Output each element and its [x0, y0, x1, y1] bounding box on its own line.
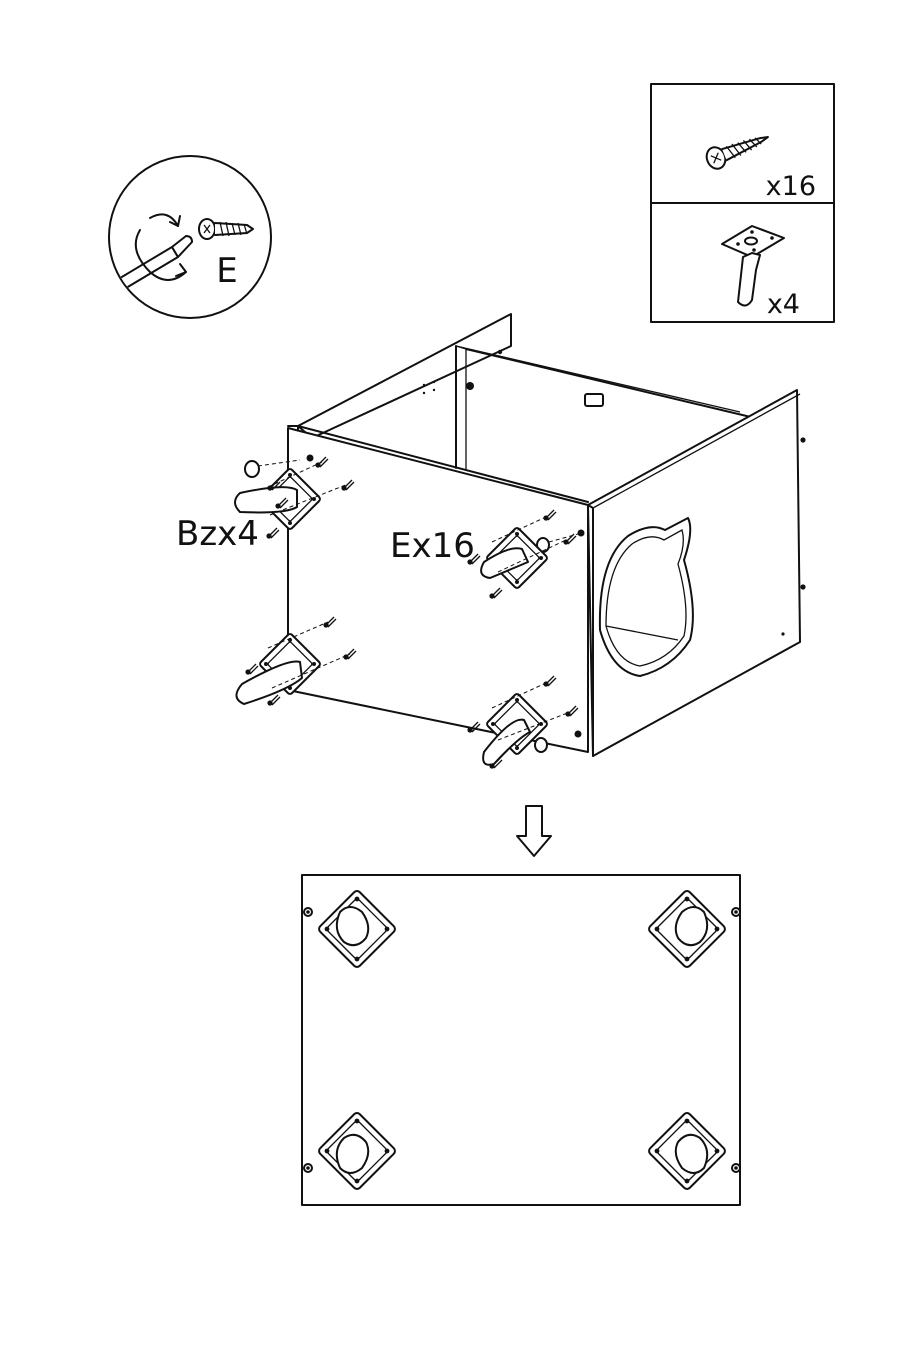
bottom-view [302, 875, 740, 1205]
hinge-bracket [585, 394, 603, 406]
leg-count-label: x4 [767, 289, 800, 320]
leg-plate-bottom-left [317, 1111, 396, 1190]
part-letter-label: E [216, 251, 237, 291]
leg-plate-bottom-right [647, 1111, 726, 1190]
screw-icon [199, 219, 253, 239]
screws-label: Ex16 [390, 526, 475, 566]
leg-plate-top-right [647, 889, 726, 968]
screw-icon [704, 127, 773, 172]
tool-callout: E [100, 156, 271, 318]
down-arrow-icon [517, 806, 551, 856]
parts-box: x16 x4 [651, 84, 834, 322]
bottom-panel [288, 428, 588, 752]
leg-plate-top-left [317, 889, 396, 968]
screw-count-label: x16 [766, 171, 816, 202]
back-panel-edge [298, 314, 511, 438]
legs-label: Bzx4 [176, 514, 259, 554]
